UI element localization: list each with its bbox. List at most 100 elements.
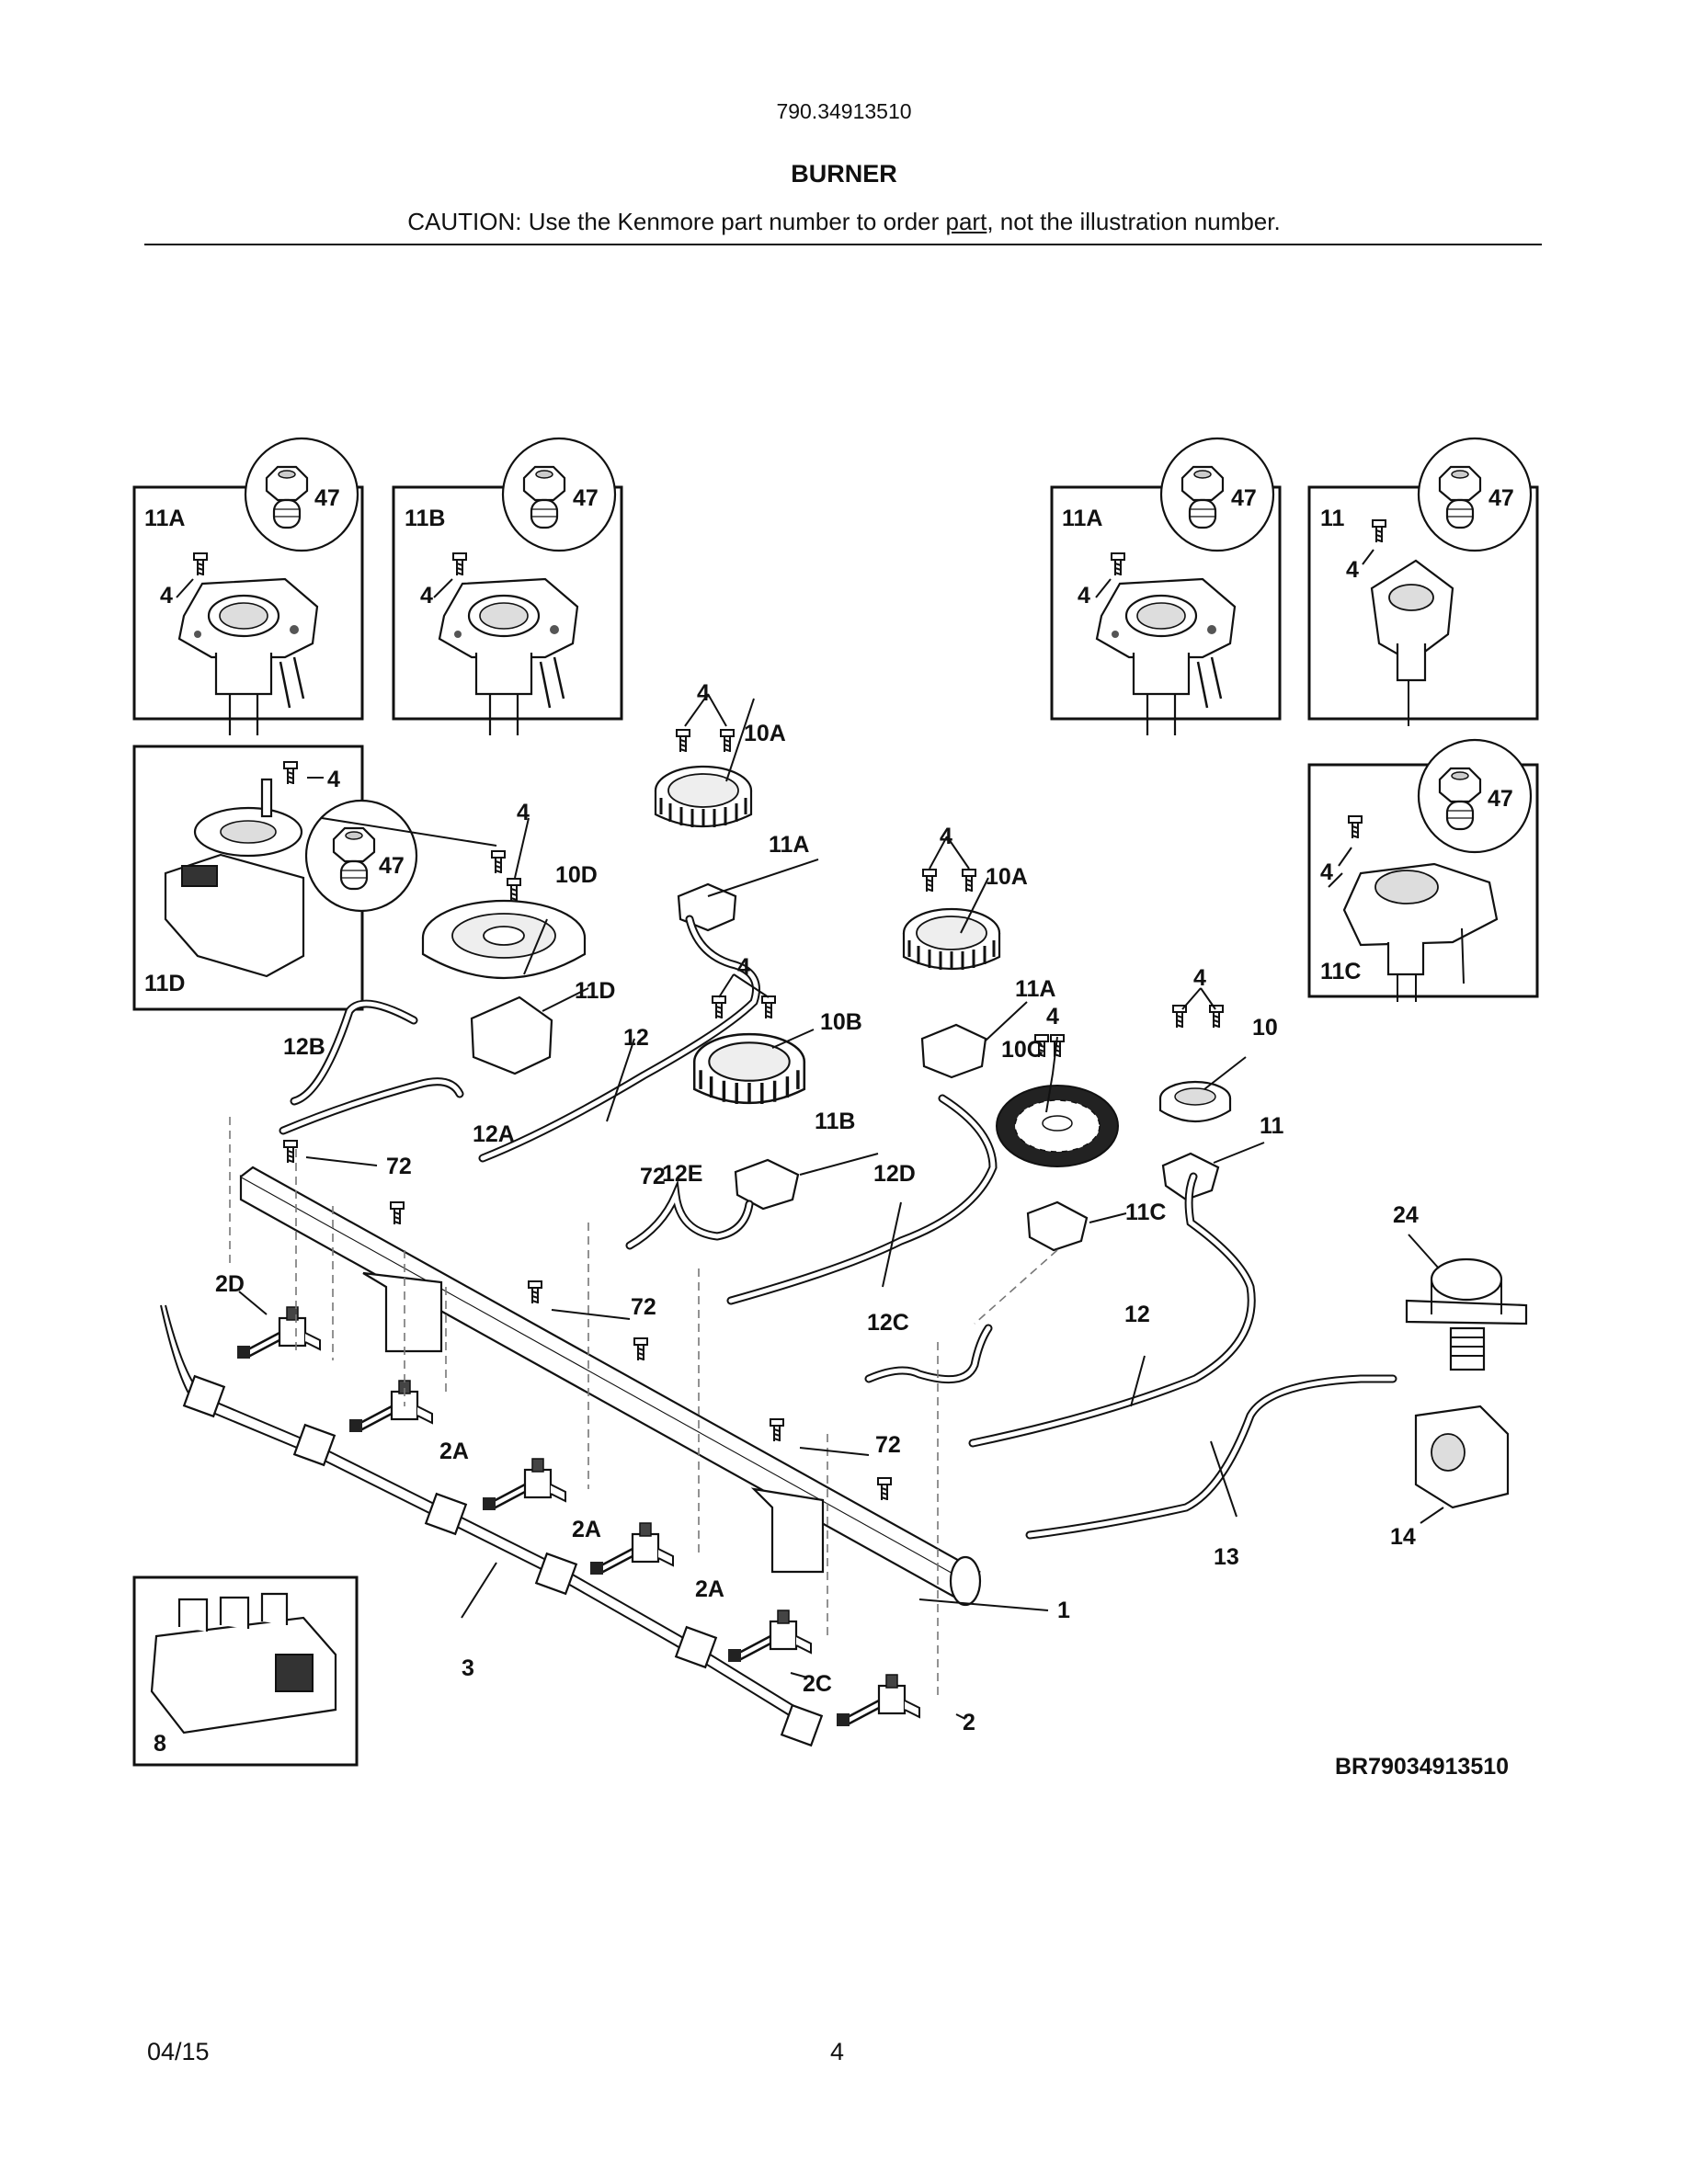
burner-head-11a-left xyxy=(176,552,319,737)
callout-12a: 12A xyxy=(473,1121,515,1147)
manifold-1 xyxy=(239,1166,982,1607)
callout-4: 4 xyxy=(940,824,952,849)
orifice-inset-1 xyxy=(244,437,359,552)
callout-2a: 2A xyxy=(439,1439,469,1464)
callout-11b: 11B xyxy=(815,1109,855,1134)
callout-72: 72 xyxy=(631,1294,656,1320)
callout-11b: 11B xyxy=(405,506,445,531)
callout-11a-right: 11A xyxy=(1062,506,1102,531)
callout-24: 24 xyxy=(1393,1202,1419,1228)
caution-part-link: part xyxy=(945,208,987,235)
callout-11a-left: 11A xyxy=(144,506,185,531)
callout-11d: 11D xyxy=(144,971,185,996)
callout-2a: 2A xyxy=(572,1517,601,1542)
valve-2 xyxy=(835,1673,921,1728)
caution-text: CAUTION: Use the Kenmore part number to … xyxy=(407,208,946,235)
callout-72: 72 xyxy=(640,1164,666,1189)
callout-4: 4 xyxy=(517,800,530,825)
callout-11c: 11C xyxy=(1320,959,1361,984)
burner-10d xyxy=(421,899,587,980)
leader-lines xyxy=(238,693,1444,1720)
burner-head-11d xyxy=(164,761,324,978)
small-heads xyxy=(470,882,1220,1252)
callout-12: 12 xyxy=(1124,1302,1150,1327)
burner-head-11c xyxy=(1338,815,1499,1002)
callout-11: 11 xyxy=(1320,506,1345,531)
callout-labels: 11A 47 4 11B 47 4 11A 47 4 11 47 4 11D 4… xyxy=(144,485,1514,1780)
callout-2d: 2D xyxy=(215,1271,245,1297)
header-rule xyxy=(144,244,1542,245)
callout-12: 12 xyxy=(623,1025,649,1051)
callout-10: 10 xyxy=(1252,1015,1278,1041)
callout-10b: 10B xyxy=(820,1009,862,1035)
callout-4: 4 xyxy=(1193,965,1206,991)
valve-2d xyxy=(235,1305,322,1360)
callout-47: 47 xyxy=(573,485,599,511)
orifice-inset-2 xyxy=(501,437,617,552)
valve-2a-1 xyxy=(348,1379,434,1434)
callout-1: 1 xyxy=(1057,1598,1070,1623)
burner-base-10b xyxy=(692,1032,806,1106)
valve-2c xyxy=(726,1609,813,1664)
callout-3: 3 xyxy=(462,1655,474,1681)
orifice-inset-3 xyxy=(1159,437,1275,552)
burner-base-10 xyxy=(1158,1080,1232,1123)
callout-4: 4 xyxy=(160,583,173,609)
callout-4: 4 xyxy=(1320,859,1333,885)
callout-47: 47 xyxy=(1488,786,1513,812)
valve-2a-3 xyxy=(588,1521,675,1576)
callout-2: 2 xyxy=(963,1710,975,1735)
callout-11d: 11D xyxy=(575,978,615,1004)
burner-base-10a-right xyxy=(902,907,1001,972)
callout-10c: 10C xyxy=(1001,1037,1044,1063)
orifice-inset-4 xyxy=(1417,437,1533,552)
callout-12e: 12E xyxy=(662,1161,702,1187)
callout-13: 13 xyxy=(1214,1544,1239,1570)
model-number: 790.34913510 xyxy=(776,99,912,123)
callout-12b: 12B xyxy=(283,1034,325,1060)
callout-10d: 10D xyxy=(555,862,598,888)
callout-11c: 11C xyxy=(1125,1200,1166,1225)
burner-base-10a-center xyxy=(654,765,753,829)
burner-head-11b xyxy=(433,552,579,737)
callout-47: 47 xyxy=(1488,485,1514,511)
fitting-14 xyxy=(1414,1405,1510,1509)
section-title: BURNER xyxy=(791,160,897,188)
callout-4: 4 xyxy=(737,954,750,980)
orifice-inset-5 xyxy=(1417,738,1533,854)
reference-code: BR79034913510 xyxy=(1335,1754,1509,1780)
callout-47: 47 xyxy=(314,485,340,511)
spark-module-8 xyxy=(150,1592,337,1735)
regulator-24 xyxy=(1405,1257,1528,1371)
caution-note: CAUTION: Use the Kenmore part number to … xyxy=(0,208,1688,236)
footer-page-number: 4 xyxy=(830,2038,845,2065)
callout-4: 4 xyxy=(327,767,340,792)
inset-box-11c xyxy=(1307,763,1539,998)
callout-4: 4 xyxy=(1078,583,1090,609)
callout-4: 4 xyxy=(1346,557,1359,583)
callout-47: 47 xyxy=(379,853,405,879)
callout-72: 72 xyxy=(386,1154,412,1179)
callout-14: 14 xyxy=(1390,1524,1416,1550)
footer-date: 04/15 xyxy=(147,2038,210,2065)
callout-10a: 10A xyxy=(744,721,786,746)
callout-2c: 2C xyxy=(803,1671,832,1697)
callout-4: 4 xyxy=(420,583,433,609)
callout-12d: 12D xyxy=(873,1161,916,1187)
callout-4: 4 xyxy=(697,680,710,706)
callout-72: 72 xyxy=(875,1432,901,1458)
callout-11a: 11A xyxy=(1015,976,1055,1002)
gas-tubes xyxy=(279,915,1397,1540)
burner-head-11 xyxy=(1362,519,1454,726)
callout-12c: 12C xyxy=(867,1310,909,1336)
caution-text-end: , not the illustration number. xyxy=(987,208,1281,235)
valve-2a-2 xyxy=(481,1457,567,1512)
callout-47: 47 xyxy=(1231,485,1257,511)
burner-10c xyxy=(996,1085,1119,1167)
callout-11a: 11A xyxy=(769,832,809,858)
callout-8: 8 xyxy=(154,1731,166,1757)
wire-harness-3 xyxy=(160,1304,824,1747)
burner-head-11a-right xyxy=(1095,552,1237,737)
alignment-guides xyxy=(229,1117,1058,1696)
